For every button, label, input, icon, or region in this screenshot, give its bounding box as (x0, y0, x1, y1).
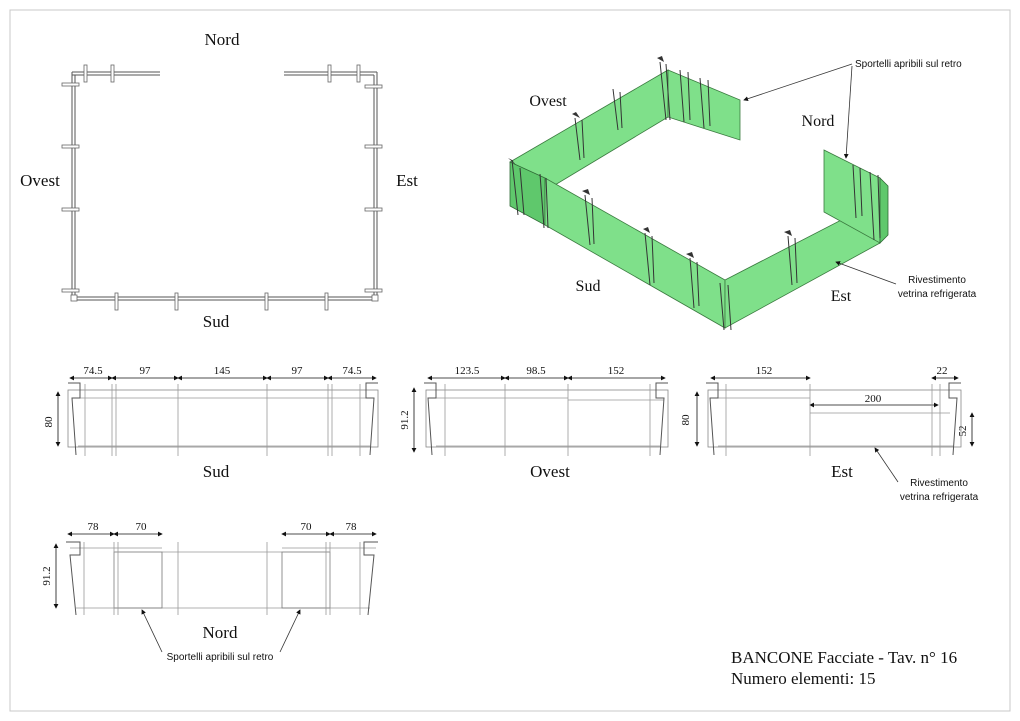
title-line-1: BANCONE Facciate - Tav. n° 16 (731, 648, 957, 667)
plan-label-nord: Nord (205, 30, 240, 49)
dim-nord-h: 91.2 (41, 566, 53, 585)
iso-legs (508, 56, 881, 331)
title-line-2: Numero elementi: 15 (731, 669, 875, 688)
elevation-nord: 78 70 70 78 91.2 Nord Sportelli apribili… (41, 521, 378, 663)
est-note-1: Rivestimento (910, 478, 968, 489)
elevation-nord-dims: 78 70 70 78 91.2 (41, 521, 377, 609)
iso-note-rivestimento-2: vetrina refrigerata (898, 289, 977, 300)
dim-ovest-3: 152 (608, 365, 625, 377)
elevation-est-label: Est (831, 462, 853, 481)
plan-label-est: Est (396, 171, 418, 190)
elevation-nord-label: Nord (203, 623, 238, 642)
iso-note-rivestimento-1: Rivestimento (908, 275, 966, 286)
iso-panel-nord-left (667, 69, 741, 141)
dim-sud-h: 80 (43, 416, 55, 428)
dim-nord-2: 70 (136, 521, 148, 533)
dim-est-h2: 52 (957, 426, 969, 437)
elevation-sud-dims: 74.5 97 145 97 74.5 80 (43, 365, 377, 447)
dim-est-h: 80 (680, 414, 692, 426)
dim-ovest-h: 91.2 (399, 410, 411, 429)
elevation-sud: 74.5 97 145 97 74.5 80 Sud (43, 365, 379, 481)
dim-ovest-1: 123.5 (455, 365, 480, 377)
plan-posts (61, 64, 383, 311)
dim-ovest-2: 98.5 (526, 365, 546, 377)
elevation-est: 152 22 200 80 52 Est Rivestimento vetrin… (680, 365, 979, 503)
dim-sud-1: 74.5 (83, 365, 103, 377)
iso-label-ovest: Ovest (529, 93, 567, 110)
nord-note-sportelli: Sportelli apribili sul retro (167, 652, 274, 663)
dim-est-2: 22 (937, 365, 948, 377)
elevation-ovest-label: Ovest (530, 462, 570, 481)
sheet-border (9, 9, 1011, 712)
dim-est-1: 152 (756, 365, 773, 377)
dim-nord-1: 78 (88, 521, 100, 533)
plan-view: Nord Ovest Est Sud (20, 30, 418, 331)
title-block: BANCONE Facciate - Tav. n° 16 Numero ele… (731, 648, 957, 688)
plan-label-sud: Sud (203, 312, 230, 331)
elevation-est-dims: 152 22 200 80 52 (680, 365, 975, 447)
dim-sud-5: 74.5 (342, 365, 362, 377)
est-note-2: vetrina refrigerata (900, 492, 979, 503)
elevation-ovest-dims: 123.5 98.5 152 91.2 (399, 365, 666, 453)
elevation-sud-label: Sud (203, 462, 230, 481)
iso-label-est: Est (831, 288, 852, 305)
iso-label-nord: Nord (802, 113, 835, 130)
iso-note-sportelli: Sportelli apribili sul retro (855, 59, 962, 70)
plan-label-ovest: Ovest (20, 171, 60, 190)
elevation-ovest: 123.5 98.5 152 91.2 Ovest (399, 365, 669, 481)
dim-est-3: 200 (865, 393, 882, 405)
dim-sud-4: 97 (292, 365, 304, 377)
plan-walls (71, 71, 378, 301)
dim-nord-3: 70 (301, 521, 313, 533)
dim-sud-3: 145 (214, 365, 231, 377)
iso-view: Ovest Nord Sud Est Sportelli apribili su… (508, 56, 977, 331)
dim-nord-4: 78 (346, 521, 358, 533)
iso-label-sud: Sud (576, 278, 601, 295)
iso-panel-sud (544, 177, 726, 329)
dim-sud-2: 97 (140, 365, 152, 377)
